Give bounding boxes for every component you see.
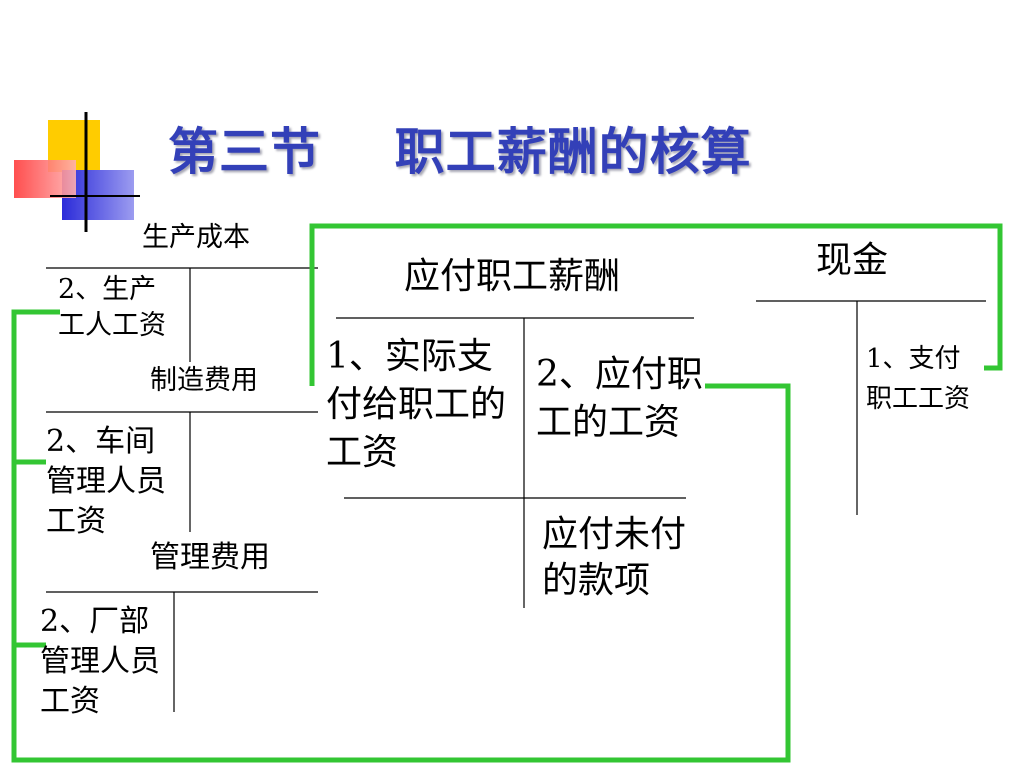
payroll-debit-line-1: 1、实际支 [326, 336, 493, 377]
cash-credit-line-1: 1、支付 [866, 344, 961, 374]
payroll-credit-line-1: 2、应付职 [536, 354, 703, 395]
admin-debit-line-1: 2、厂部 [40, 604, 150, 639]
account-production-cost-title: 生产成本 [142, 222, 250, 253]
t-account-lines [46, 267, 986, 712]
payroll-debit-line-3: 工资 [326, 432, 399, 473]
production-cost-debit-line-1: 2、生产 [58, 274, 157, 305]
admin-debit-line-3: 工资 [40, 684, 100, 719]
overhead-debit-line-1: 2、车间 [46, 424, 156, 459]
overhead-debit-line-2: 管理人员 [46, 464, 166, 499]
payroll-debit-line-2: 付给职工的 [326, 384, 507, 425]
account-manufacturing-overhead-title: 制造费用 [150, 365, 258, 396]
account-payroll-payable-title: 应付职工薪酬 [404, 256, 621, 297]
account-admin-expense-title: 管理费用 [150, 540, 270, 575]
account-cash-title: 现金 [816, 240, 889, 281]
connector-lines [11, 223, 1003, 763]
payroll-credit-line-2: 工的工资 [536, 402, 681, 443]
payroll-balance-line-2: 的款项 [542, 560, 651, 601]
logo-icon [14, 112, 140, 232]
admin-debit-line-2: 管理人员 [40, 644, 160, 679]
page-title: 第三节 职工薪酬的核算 [168, 123, 752, 181]
overhead-debit-line-3: 工资 [46, 504, 106, 539]
cash-credit-line-2: 职工工资 [866, 384, 971, 414]
payroll-balance-line-1: 应付未付 [542, 514, 687, 555]
production-cost-debit-line-2: 工人工资 [58, 310, 166, 341]
